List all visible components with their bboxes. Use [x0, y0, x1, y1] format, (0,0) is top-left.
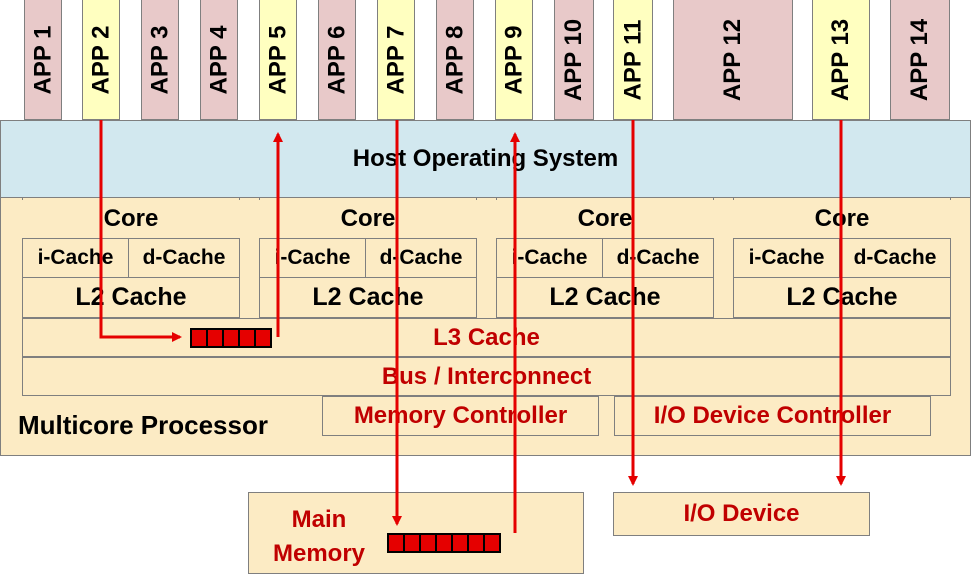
app-box: APP 6 — [318, 0, 356, 120]
main-memory-label: Main Memory — [272, 506, 366, 567]
app-box: APP 4 — [200, 0, 238, 120]
core-label: Core — [259, 200, 477, 238]
app-box: APP 14 — [890, 0, 950, 120]
app-box: APP 9 — [495, 0, 533, 120]
app-box: APP 11 — [613, 0, 653, 120]
dcache: d-Cache — [365, 238, 477, 278]
app-box: APP 5 — [259, 0, 297, 120]
dcache: d-Cache — [602, 238, 714, 278]
app-box: APP 3 — [141, 0, 179, 120]
app-box: APP 2 — [82, 0, 120, 120]
memory-queue — [387, 533, 501, 553]
core-label: Core — [496, 200, 714, 238]
bus-interconnect: Bus / Interconnect — [22, 357, 951, 396]
l2-cache: L2 Cache — [259, 277, 477, 318]
app-box: APP 12 — [673, 0, 793, 120]
l2-cache: L2 Cache — [733, 277, 951, 318]
core-label: Core — [22, 200, 240, 238]
app-box: APP 13 — [812, 0, 870, 120]
app-box: APP 10 — [554, 0, 594, 120]
app-box: APP 7 — [377, 0, 415, 120]
app-box: APP 8 — [436, 0, 474, 120]
l2-cache: L2 Cache — [496, 277, 714, 318]
icache: i-Cache — [496, 238, 603, 278]
core-label: Core — [733, 200, 951, 238]
dcache: d-Cache — [839, 238, 951, 278]
icache: i-Cache — [259, 238, 366, 278]
memory-controller: Memory Controller — [322, 396, 599, 436]
l2-cache: L2 Cache — [22, 277, 240, 318]
icache: i-Cache — [733, 238, 840, 278]
multicore-processor-label: Multicore Processor — [18, 410, 268, 440]
host-os-label: Host Operating System — [352, 145, 619, 172]
queue-slot — [483, 533, 501, 553]
l3-queue — [190, 328, 272, 348]
icache: i-Cache — [22, 238, 129, 278]
app-box: APP 1 — [24, 0, 62, 120]
l3-cache: L3 Cache — [22, 318, 951, 357]
io-device: I/O Device — [613, 492, 870, 536]
host-operating-system: Host Operating System — [0, 120, 971, 198]
queue-slot — [254, 328, 272, 348]
dcache: d-Cache — [128, 238, 240, 278]
io-device-controller: I/O Device Controller — [614, 396, 931, 436]
